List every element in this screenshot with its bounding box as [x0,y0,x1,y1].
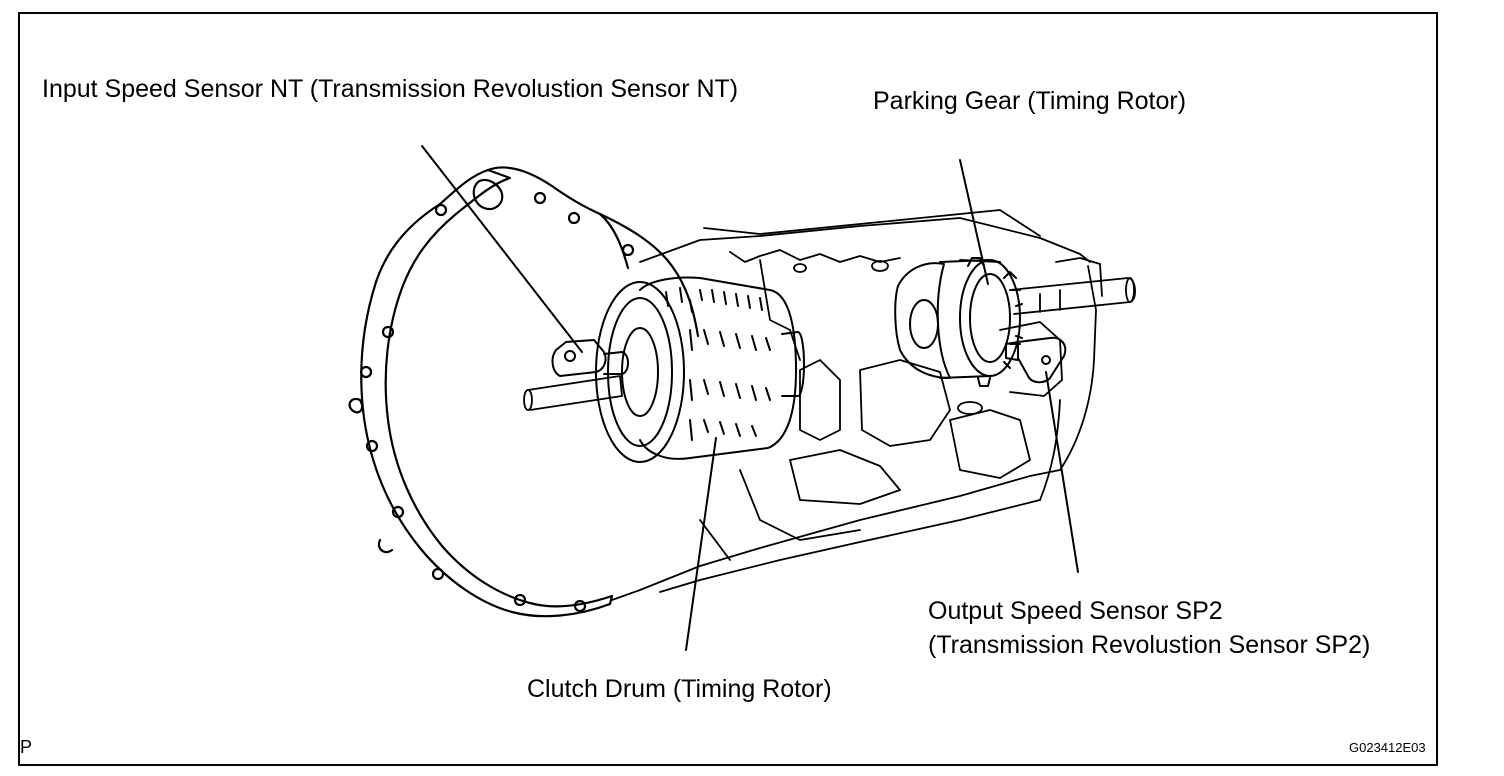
output-sensor-leader [1045,371,1079,573]
output-speed-sensor-label-line1: Output Speed Sensor SP2 [928,597,1223,625]
input-shaft [523,375,623,411]
diagram-frame [18,12,1438,766]
clutch-drum-label: Clutch Drum (Timing Rotor) [527,675,832,703]
figure-code: G023412E03 [1349,740,1426,755]
output-speed-sensor [1005,336,1067,384]
parking-gear-leader [959,159,989,285]
footer-left-mark: P [20,737,33,757]
parking-gear-label: Parking Gear (Timing Rotor) [873,87,1187,115]
clutch-drum [595,276,805,463]
input-speed-sensor [551,339,629,377]
transmission-case [611,209,1103,601]
parking-gear [894,257,1023,387]
output-speed-sensor-label: Output Speed Sensor SP2 (Transmission Re… [928,594,1370,662]
clutch-drum-leader [685,437,717,651]
bell-housing [348,166,700,618]
output-shaft [1009,277,1136,315]
leader-lines [421,145,1079,651]
input-speed-sensor-label: Input Speed Sensor NT (Transmission Revo… [42,75,739,103]
input-sensor-leader [421,145,583,353]
output-speed-sensor-label-line2: (Transmission Revolustion Sensor SP2) [928,631,1371,659]
